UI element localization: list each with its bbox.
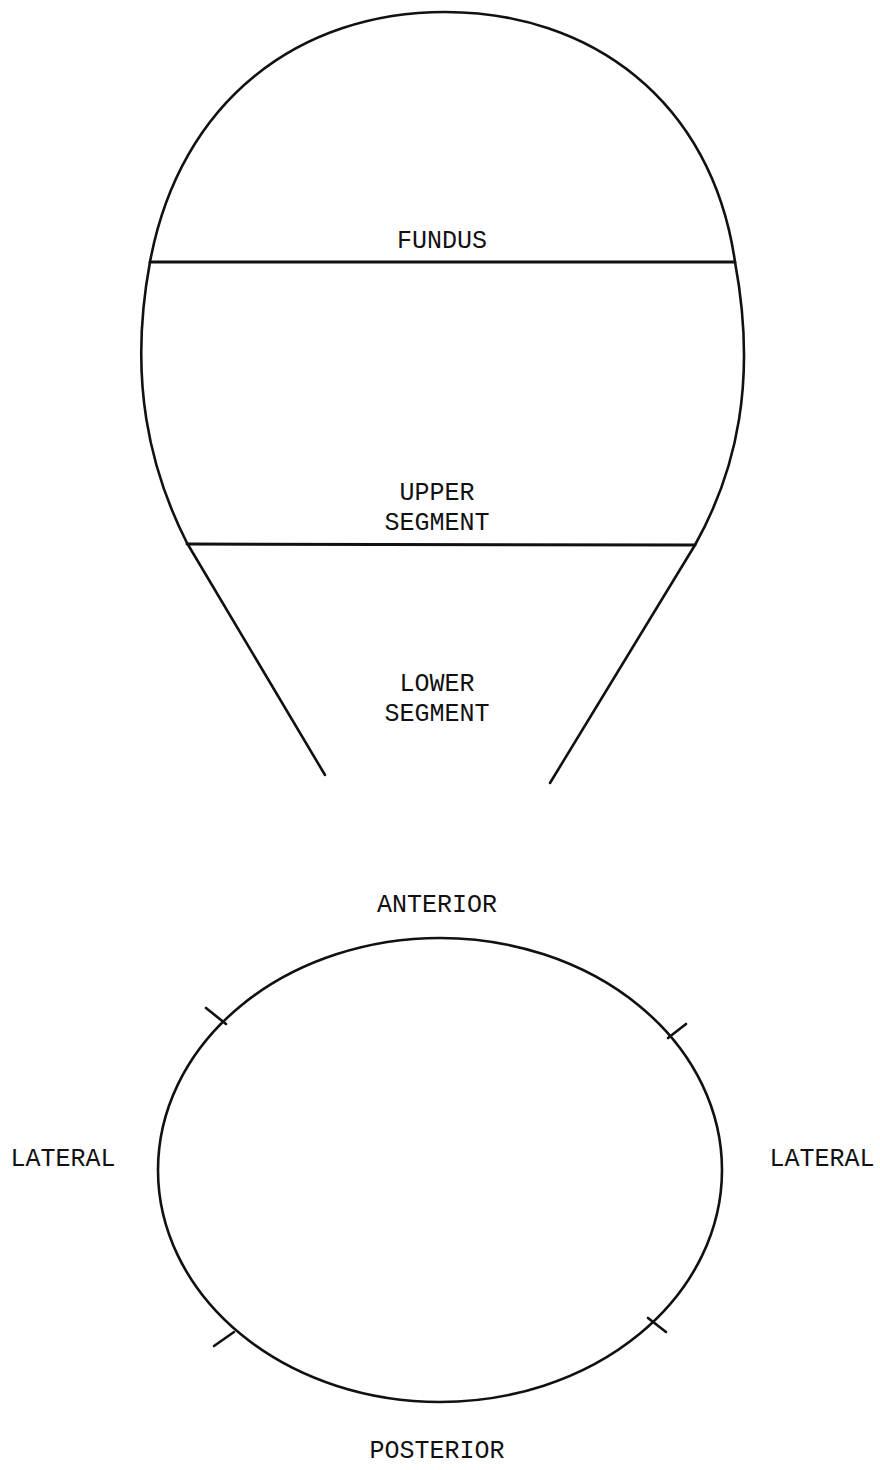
quadrant-tick: [214, 1332, 234, 1346]
region-label: LOWER SEGMENT: [384, 670, 489, 730]
region-label: FUNDUS: [397, 227, 487, 257]
cross-section-outline: [158, 938, 722, 1402]
quadrant-tick: [648, 1318, 666, 1332]
orientation-label: LATERAL: [10, 1145, 115, 1175]
orientation-label: POSTERIOR: [369, 1437, 504, 1467]
orientation-label: LATERAL: [769, 1145, 874, 1175]
segment-boundary: [187, 544, 695, 545]
quadrant-tick: [668, 1024, 686, 1038]
quadrant-tick: [206, 1008, 226, 1024]
orientation-label: ANTERIOR: [377, 891, 497, 921]
fundus-boundary: [150, 261, 735, 264]
uterus-outline: [141, 12, 744, 783]
region-label: UPPER SEGMENT: [384, 479, 489, 539]
